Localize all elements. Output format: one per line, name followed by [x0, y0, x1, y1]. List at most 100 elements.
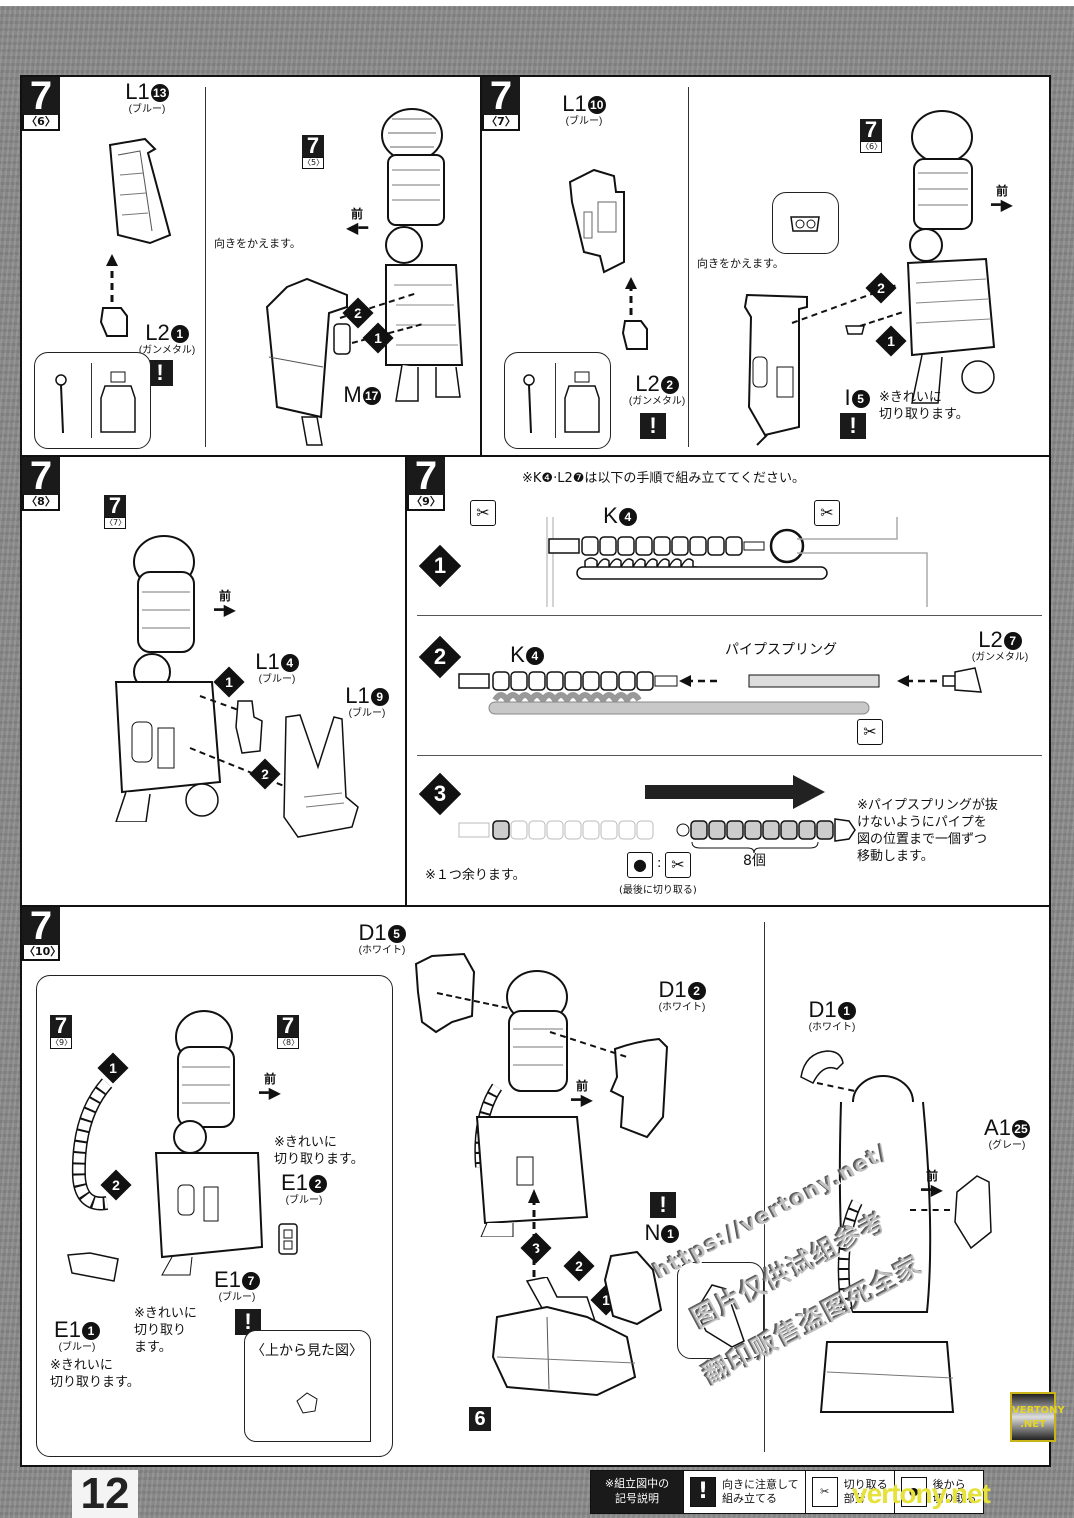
step-substep: 〈10〉 [22, 945, 61, 961]
pipe-segments [581, 536, 743, 556]
top-view-inset: 〈上から見た図〉 [244, 1330, 371, 1442]
ref-badge-7-9: 7〈9〉 [50, 1013, 73, 1049]
front-indicator: 前━▶ [571, 1079, 593, 1109]
step-substep: 〈7〉 [482, 115, 520, 131]
step-badge: 7 〈8〉 [22, 456, 60, 511]
divider [764, 922, 765, 1452]
watermark-footer: vertony.net [852, 1478, 991, 1509]
body-assembly-drawing [474, 970, 589, 1237]
gate-detail-drawing [523, 374, 535, 434]
remain-note: ※１つ余ります。 [425, 868, 526, 883]
part-l2-drawing [99, 307, 128, 337]
step-number: 7 [22, 456, 60, 496]
part-m-drawing [333, 323, 351, 355]
nipper-icon: ✂ [857, 719, 883, 745]
detail-inset [504, 352, 611, 449]
order-marker-1: 1 [875, 325, 907, 357]
part-i-closeup-drawing [790, 216, 820, 232]
step-substep: 〈6〉 [22, 115, 60, 131]
part-l1-turned-drawing [743, 293, 808, 446]
step-badge: 7 〈7〉 [482, 76, 520, 131]
part-n1-drawing [603, 1250, 663, 1326]
order-marker-2: 2 [100, 1169, 132, 1201]
turn-note: 向きをかえます。 [214, 237, 301, 250]
gate-mark-icon: ● [627, 852, 653, 878]
part-a1-25-drawing [954, 1175, 992, 1250]
step-number: 7 [22, 76, 60, 116]
substep-divider [417, 755, 1042, 756]
warning-icon: ! [840, 413, 866, 439]
substep-divider [417, 615, 1042, 616]
step-7-10-panel: 7 〈10〉 7〈9〉 7〈8〉 1 2 前━▶ ※きれいに 切り取ります。 E… [20, 905, 1051, 1467]
cut-cleanly-note: ※きれいに 切り取ります。 [274, 1135, 364, 1167]
nipper-icon: ✂ [665, 852, 691, 878]
part-e1-1-drawing [67, 1252, 119, 1282]
nipper-icon: ✂ [814, 500, 840, 526]
front-indicator: 前━▶ [991, 184, 1013, 214]
move-note: ※パイプスプリングが抜 けないようにパイプを 図の位置まで一個ずつ 移動します。 [857, 798, 998, 864]
legend-label: 切り取る 部分 [843, 1478, 888, 1505]
move-direction-arrow [645, 775, 825, 809]
part-i-drawing [845, 325, 865, 335]
watermark-badge: VERTONY.NET [1010, 1392, 1065, 1442]
inset-divider [91, 363, 92, 438]
body-final-drawing [819, 1075, 955, 1413]
assembly-path-a1-25 [910, 1209, 950, 1211]
legend-item: ! 向きに注意して 組み立てる [683, 1471, 805, 1513]
insert-arrow [106, 254, 118, 302]
nipper-icon: ✂ [811, 1477, 838, 1507]
substep-marker-2: 2 [418, 635, 462, 679]
order-marker-2: 2 [865, 272, 897, 304]
cut-cleanly-note: ※きれいに 切り取ります。 [50, 1358, 140, 1390]
divider [688, 87, 689, 447]
substep-marker-3: 3 [418, 772, 462, 816]
last-cut-note: (最後に切り取る) [619, 885, 697, 896]
part-l1-drawing [108, 137, 172, 245]
n1-detail-bubble [677, 1262, 764, 1359]
legend-label: 後から 切り取る [932, 1478, 977, 1505]
legend-title: ※組立図中の 記号説明 [591, 1471, 683, 1513]
step-badge: 7 〈10〉 [22, 906, 61, 961]
part-l1-drawing [568, 168, 625, 274]
top-view-label: 〈上から見た図〉 [251, 1343, 363, 1359]
warning-icon: ! [147, 360, 173, 386]
warning-icon: ! [640, 413, 666, 439]
ref-badge-7-5: 7〈5〉 [302, 133, 325, 169]
legend-label: 向きに注意して 組み立てる [722, 1478, 799, 1505]
part-e1-7-drawing [278, 1223, 298, 1255]
intro-note: ※K❹·L2❼は以下の手順で組み立ててください。 [522, 471, 805, 486]
step-number: 7 [22, 906, 60, 946]
part-i-detail-bubble [772, 192, 839, 254]
part-top-view-drawing [296, 1392, 318, 1414]
count-label: 8個 [743, 853, 766, 869]
ref-badge-7-7: 7〈7〉 [104, 493, 127, 529]
later-cut-icon: ● [900, 1477, 927, 1507]
body-assembly-drawing [154, 1010, 264, 1276]
front-indicator: 前━▶ [921, 1169, 943, 1199]
body-assembly-drawing [906, 110, 996, 404]
top-edge [0, 0, 1074, 6]
gate-detail-drawing [55, 374, 67, 434]
part-d1-2-drawing [609, 1037, 669, 1139]
front-indicator: 前━▶ [259, 1072, 281, 1102]
part-front-view-drawing [564, 371, 600, 433]
warning-icon: ! [690, 1477, 716, 1507]
order-marker-1: 1 [97, 1052, 129, 1084]
step-substep: 〈8〉 [22, 495, 60, 511]
part-l1-turned-drawing [265, 277, 348, 446]
insert-arrow [625, 277, 637, 315]
part-n1-closeup-drawing [695, 1284, 745, 1348]
cut-cleanly-note: ※きれいに 切り取ります。 [879, 390, 969, 422]
symbol-legend: ※組立図中の 記号説明 ! 向きに注意して 組み立てる ✂ 切り取る 部分 ● … [590, 1470, 984, 1514]
